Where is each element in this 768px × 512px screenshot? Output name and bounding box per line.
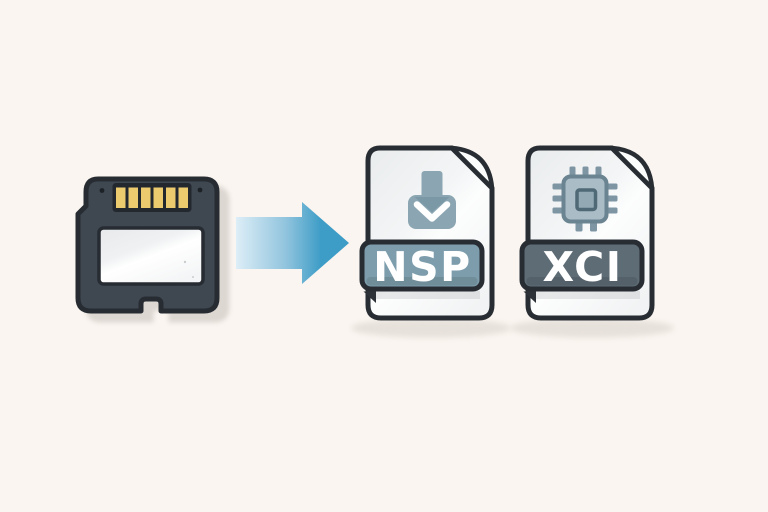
label-speckle [192, 276, 194, 278]
badge-cast-shadow [368, 291, 480, 299]
badge-bottom-shade [366, 277, 478, 286]
nsp-badge-label: NSP [373, 243, 471, 291]
arrow-shape [236, 202, 349, 284]
xci-badge-label: XCI [543, 243, 623, 291]
contact-pin [153, 187, 163, 208]
download-arrowhead [414, 197, 450, 212]
chip-icon [552, 166, 618, 232]
nsp-badge [359, 239, 485, 292]
cartridge-contact-pins [112, 183, 192, 212]
download-shaft [421, 171, 443, 199]
badge-fold-back [363, 291, 376, 303]
badge-cast-shadow [528, 291, 640, 299]
file-shadow [351, 318, 511, 338]
badge-bottom-shade [526, 277, 638, 286]
badge-fold-back [523, 291, 536, 303]
file-card-xci: XCI [510, 145, 674, 338]
download-chevron [413, 201, 451, 222]
arrow-right-icon [236, 202, 349, 284]
chip-core [575, 188, 598, 212]
file-card-nsp: NSP [351, 145, 511, 338]
game-cartridge [78, 179, 227, 320]
xci-badge [519, 239, 645, 292]
folded-corner [449, 145, 495, 191]
label-speckle [183, 260, 187, 264]
cartridge-label [97, 226, 205, 286]
folded-corner [609, 145, 655, 191]
file-shadow [510, 318, 674, 338]
cartridge-screw-left [99, 188, 105, 193]
contact-pin [116, 187, 126, 208]
contact-pin [178, 187, 188, 208]
download-icon [408, 171, 456, 229]
contact-pin [141, 187, 151, 208]
contact-pin [166, 187, 176, 208]
cartridge-screw-right [197, 187, 203, 193]
contact-pin [128, 187, 138, 208]
